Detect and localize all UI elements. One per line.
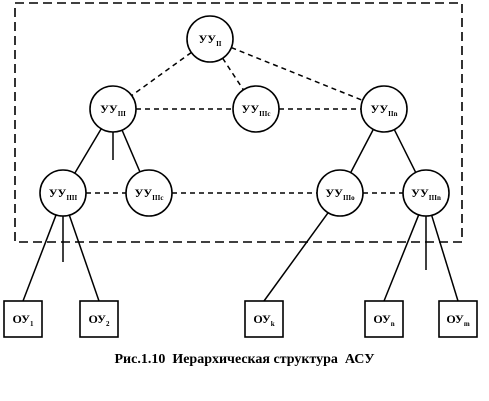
node-label: ОУ1	[13, 312, 34, 328]
object-node-oy_k: ОУk	[244, 300, 284, 338]
link-uu_iii-uu_iiic	[121, 129, 141, 173]
node-label-sub: IIIo	[343, 194, 355, 202]
link-uu_iii-uu_iiii	[74, 128, 102, 174]
node-box	[364, 300, 404, 338]
control-node-uu_iin: УУIIn	[360, 85, 408, 133]
node-label-base: УУ	[325, 186, 343, 200]
control-node-uu_iic: УУIIIc	[232, 85, 280, 133]
node-circle	[89, 85, 137, 133]
node-label-base: УУ	[411, 186, 429, 200]
node-box	[244, 300, 284, 338]
node-label-base: ОУ	[253, 312, 271, 326]
node-label: УУIIIc	[242, 102, 271, 118]
object-node-oy_m: ОУm	[438, 300, 478, 338]
node-label-sub: 2	[106, 320, 110, 328]
node-label-sub: IIIn	[429, 194, 441, 202]
node-label-sub: IIn	[388, 110, 397, 118]
link-uu_iiio-oy_k	[263, 212, 329, 302]
object-node-oy_1: ОУ1	[3, 300, 43, 338]
node-label: ОУk	[253, 312, 274, 328]
node-label: УУIIII	[49, 186, 78, 202]
control-node-uu_ii: УУII	[186, 15, 234, 63]
system-boundary	[14, 2, 463, 243]
node-label-sub: IIIc	[259, 110, 270, 118]
control-node-uu_iiii: УУIIII	[39, 169, 87, 217]
node-label: УУIIIn	[411, 186, 441, 202]
node-label: ОУ2	[89, 312, 110, 328]
node-label-base: ОУ	[446, 312, 464, 326]
ticks-layer	[62, 132, 427, 270]
link-uu_iiin-oy_m	[430, 215, 459, 302]
link-uu_iiii-oy_2	[68, 214, 100, 302]
control-node-uu_iiio: УУIIIo	[316, 169, 364, 217]
control-node-uu_iiin: УУIIIn	[402, 169, 450, 217]
node-circle	[360, 85, 408, 133]
figure-caption: Рис.1.10 Иерархическая структура АСУ	[114, 352, 375, 367]
node-label-sub: k	[271, 320, 275, 328]
node-label-base: УУ	[242, 102, 260, 116]
node-label: УУIIIc	[135, 186, 164, 202]
node-circle	[402, 169, 450, 217]
node-label-base: ОУ	[373, 312, 391, 326]
node-label-base: УУ	[100, 102, 118, 116]
node-label: УУIIIo	[325, 186, 355, 202]
node-label: УУIIn	[371, 102, 398, 118]
node-label-sub: m	[464, 320, 470, 328]
node-circle	[186, 15, 234, 63]
node-label: ОУm	[446, 312, 469, 328]
node-label-sub: IIII	[66, 194, 77, 202]
node-label: УУII	[198, 32, 221, 48]
node-label: УУIII	[100, 102, 126, 118]
node-label-base: УУ	[198, 32, 216, 46]
node-label: ОУn	[373, 312, 394, 328]
node-label-base: ОУ	[13, 312, 31, 326]
node-label-base: ОУ	[89, 312, 107, 326]
node-label-sub: IIIc	[152, 194, 163, 202]
link-uu_ii-uu_iin	[231, 46, 363, 102]
link-uu_ii-uu_iii	[131, 51, 192, 97]
link-uu_iin-uu_iiin	[393, 129, 417, 173]
node-box	[3, 300, 43, 338]
node-box	[438, 300, 478, 338]
object-node-oy_n: ОУn	[364, 300, 404, 338]
node-box	[79, 300, 119, 338]
link-uu_iiin-oy_n	[383, 214, 420, 302]
control-node-uu_iiic: УУIIIc	[125, 169, 173, 217]
node-label-base: УУ	[49, 186, 67, 200]
node-circle	[125, 169, 173, 217]
node-label-base: УУ	[135, 186, 153, 200]
node-circle	[232, 85, 280, 133]
object-node-oy_2: ОУ2	[79, 300, 119, 338]
node-label-sub: n	[391, 320, 395, 328]
node-circle	[316, 169, 364, 217]
node-label-sub: III	[118, 110, 126, 118]
node-circle	[39, 169, 87, 217]
link-uu_iin-uu_iiio	[350, 129, 374, 173]
control-node-uu_iii: УУIII	[89, 85, 137, 133]
node-label-base: УУ	[371, 102, 389, 116]
links-layer	[22, 46, 459, 302]
link-uu_iiii-oy_1	[22, 214, 57, 302]
link-uu_ii-uu_iic	[222, 57, 244, 91]
node-label-sub: 1	[30, 320, 34, 328]
node-label-sub: II	[216, 40, 222, 48]
